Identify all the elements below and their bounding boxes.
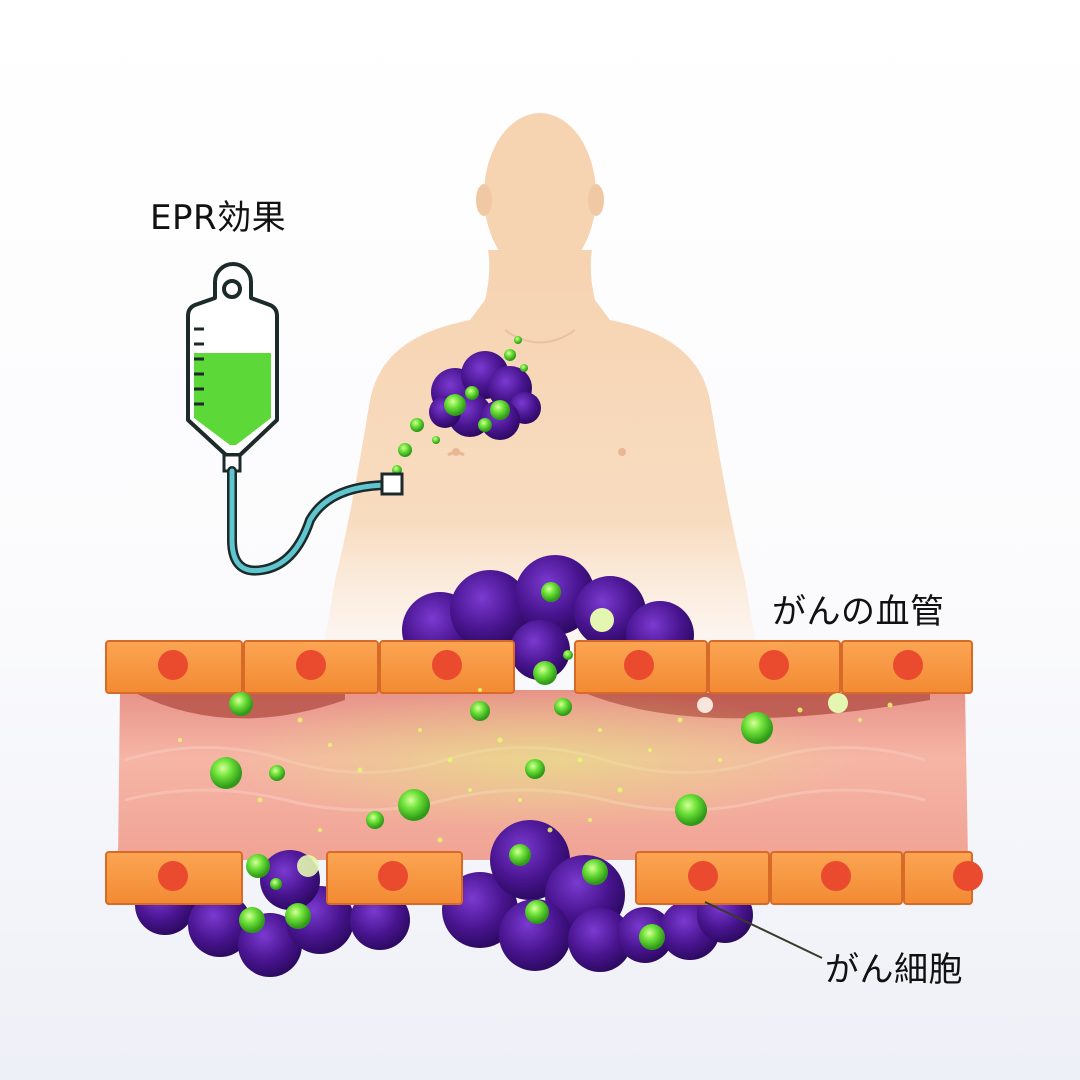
chest-tumor — [392, 336, 541, 475]
tumor-cluster-bottom-center — [442, 820, 753, 972]
nanoparticles — [178, 661, 893, 843]
head — [484, 113, 596, 277]
catheter — [380, 472, 404, 496]
cancer-cell-label: がん細胞 — [825, 950, 963, 990]
cancer-cell-pointer — [704, 901, 823, 959]
tumor-vessel-label: がんの血管 — [772, 592, 945, 632]
endothelial-cells-top — [105, 640, 973, 694]
iv-fluid — [194, 353, 271, 445]
human-torso — [325, 113, 755, 640]
figure-title: EPR効果 — [150, 198, 287, 238]
iv-bag — [186, 262, 404, 576]
tumor-cluster-top — [402, 555, 694, 680]
graduation-marks — [194, 327, 204, 406]
endothelial-cells-bottom — [105, 851, 983, 905]
